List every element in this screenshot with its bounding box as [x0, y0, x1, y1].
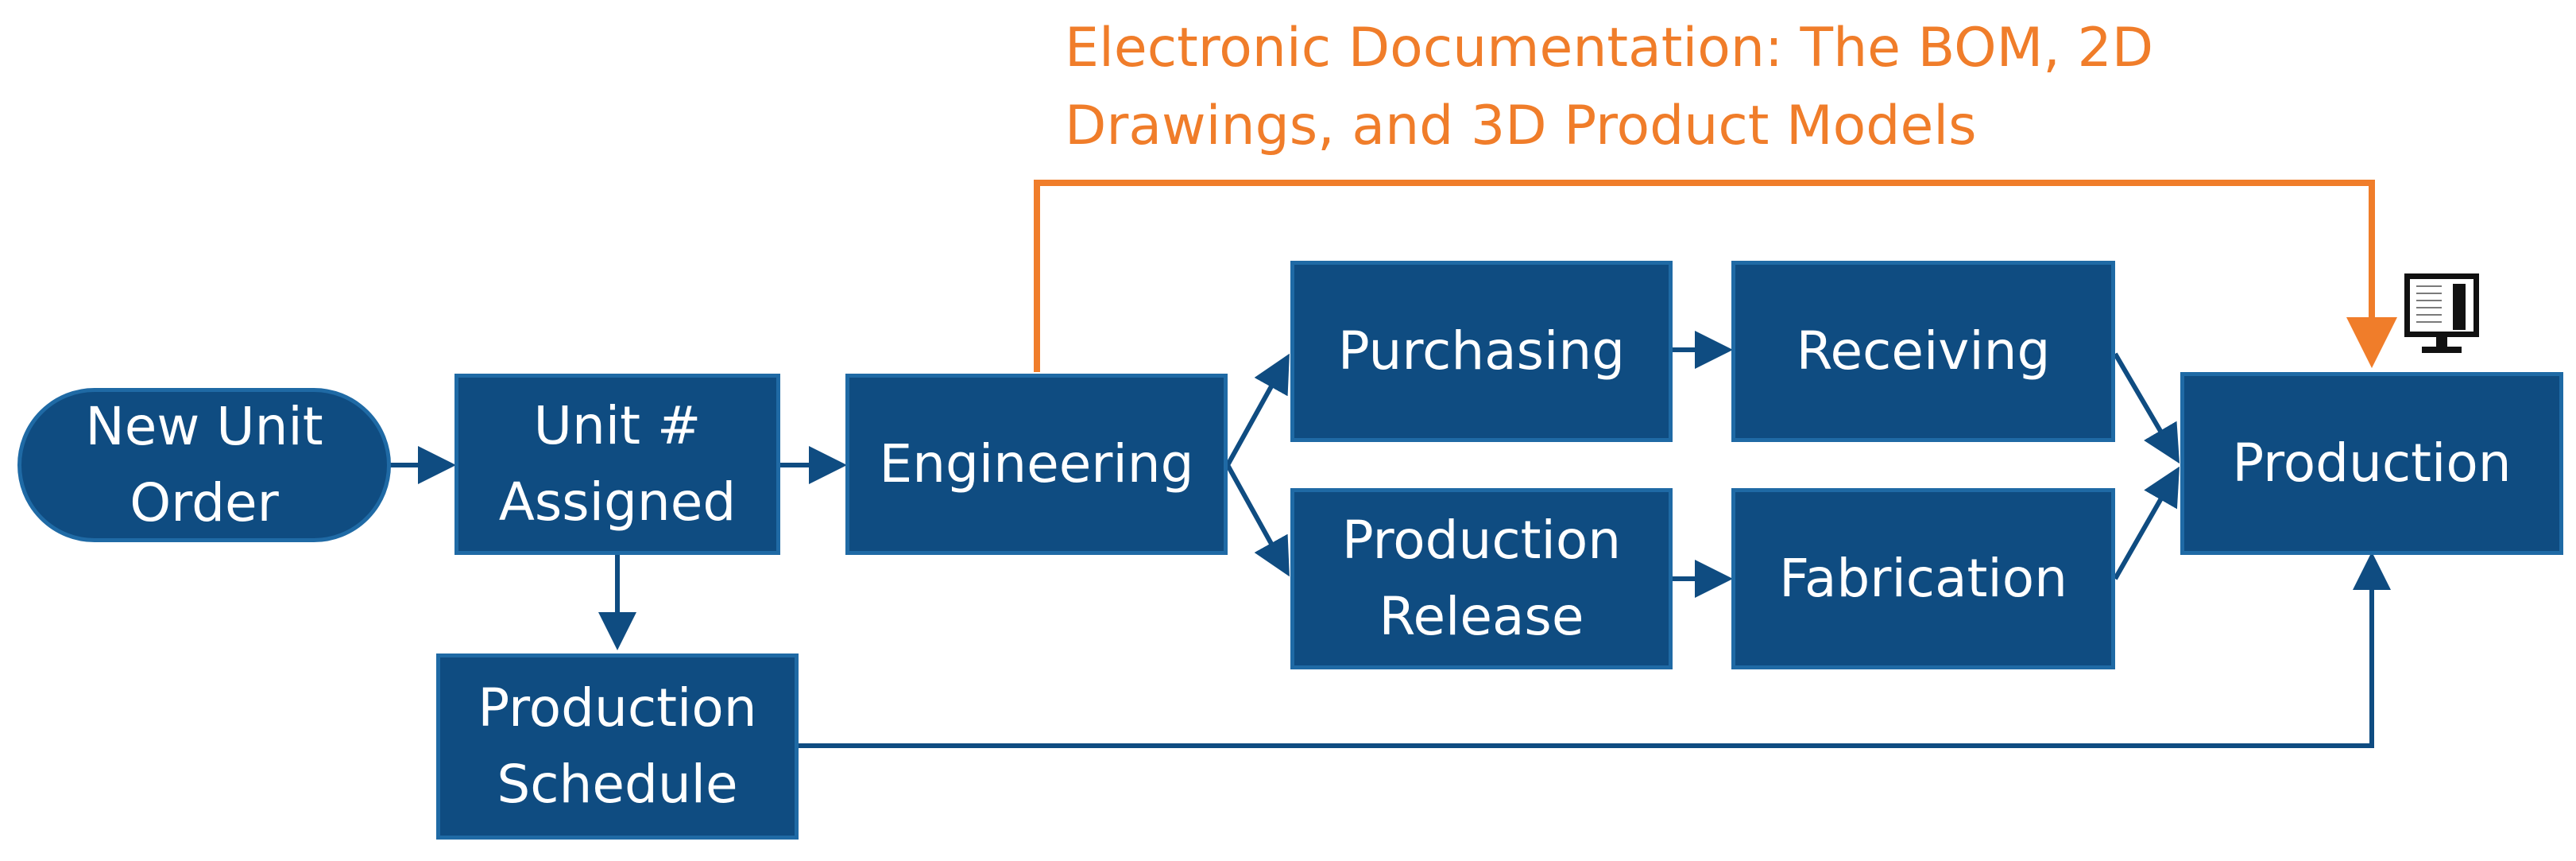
- node-fabrication: Fabrication: [1731, 488, 2115, 669]
- node-purchasing: Purchasing: [1290, 261, 1673, 442]
- arrow-engineering-to-release: [1225, 463, 1290, 577]
- node-production: Production: [2180, 372, 2563, 555]
- arrow-schedule-to-production: [799, 552, 2391, 748]
- arrow-receiving-to-production: [2113, 352, 2180, 464]
- node-production-release: Production Release: [1290, 488, 1673, 669]
- node-new-unit-order: New Unit Order: [17, 388, 391, 542]
- node-production-schedule: Production Schedule: [436, 654, 799, 840]
- computer-monitor-icon: [2404, 273, 2479, 356]
- arrow-fabrication-to-production: [2113, 466, 2180, 580]
- node-receiving: Receiving: [1731, 261, 2115, 442]
- node-unit-assigned: Unit # Assigned: [454, 374, 780, 555]
- arrow-engineering-to-purchasing: [1225, 353, 1290, 467]
- arrow-engineering-to-production-documentation: [1034, 180, 2397, 372]
- node-engineering: Engineering: [845, 374, 1228, 555]
- electronic-documentation-label: Electronic Documentation: The BOM, 2D Dr…: [1065, 17, 2154, 157]
